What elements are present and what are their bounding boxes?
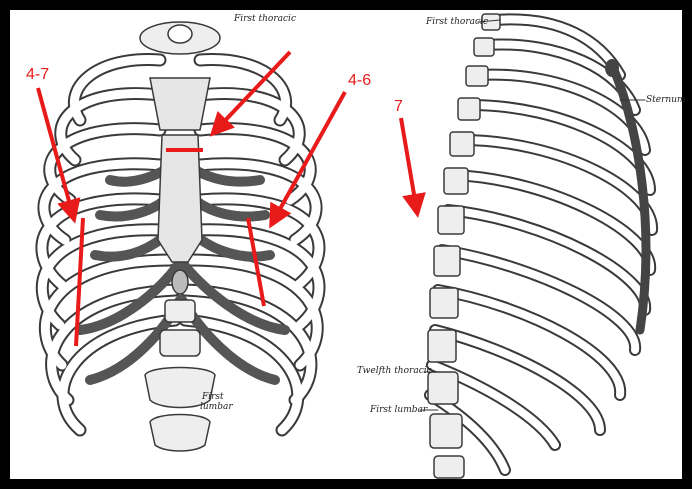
arrow-7 [401,118,416,206]
label-front-first-lumbar-1: First [202,392,224,402]
annotation-range-right: 4-6 [348,72,371,90]
side-view-rib-cage [420,14,652,478]
label-front-first-lumbar-2: lumbar [200,402,233,412]
annotation-side-number: 7 [394,98,403,116]
annotation-range-left: 4-7 [26,66,49,84]
label-side-sternum: Sternum [646,95,686,105]
label-front-first-thoracic: First thoracic [234,14,296,24]
label-side-first-thoracic: First thoracic [426,17,488,27]
side-vertebral-column [428,14,500,478]
label-side-twelfth-thoracic: Twelfth thoracic [357,366,432,376]
label-side-first-lumbar: First lumbar [370,405,427,415]
front-first-thoracic [140,22,220,54]
